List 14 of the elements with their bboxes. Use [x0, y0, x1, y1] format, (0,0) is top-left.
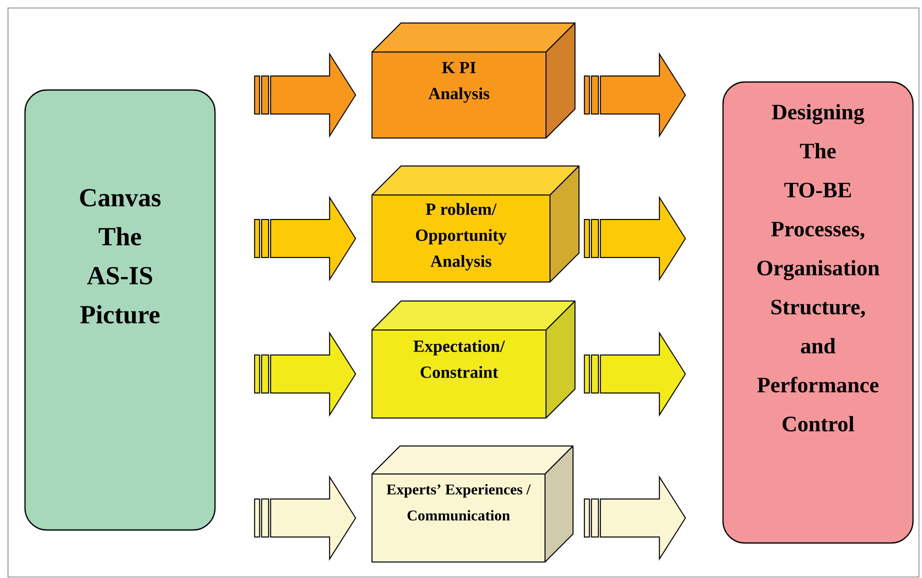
block-arrow [584, 196, 686, 282]
block-arrow [584, 331, 686, 417]
block-arrow [584, 475, 686, 561]
cuboid-box: P roblem/ Opportunity Analysis [372, 166, 580, 282]
cuboid-box: K PI Analysis [372, 22, 576, 138]
block-arrow [254, 331, 356, 417]
rounded-box: Canvas The AS-IS Picture [24, 89, 216, 531]
cuboid-box: Experts’ Experiences / Communication [372, 446, 574, 562]
block-arrow [254, 52, 356, 138]
cuboid-box: Expectation/ Constraint [372, 300, 576, 418]
block-arrow [254, 196, 356, 282]
rounded-box: Designing The TO-BE Processes, Organisation Structure, and Performance Control [722, 81, 914, 544]
block-arrow [254, 475, 356, 561]
block-arrow [584, 52, 686, 138]
